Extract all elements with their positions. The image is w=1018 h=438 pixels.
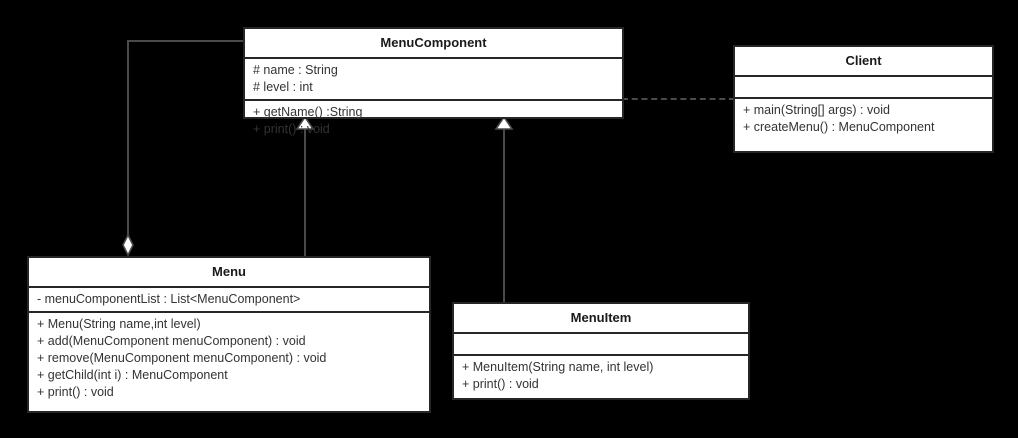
class-operation-row: + createMenu() : MenuComponent <box>743 120 935 134</box>
class-operation-row: + print() : void <box>37 385 114 399</box>
dependency-edge-client <box>622 98 735 100</box>
class-title-menuitem: MenuItem <box>570 310 632 325</box>
generalization-hollow-triangle-icon-menu <box>295 115 315 130</box>
class-operations-menucomponent: + getName() :String + print() : void <box>245 101 622 141</box>
class-divider <box>245 99 622 101</box>
class-attribute-row: # name : String <box>253 63 338 77</box>
class-divider <box>454 354 748 356</box>
class-box-menu[interactable]: Menu - menuComponentList : List<MenuComp… <box>27 256 431 413</box>
class-operations-menu: + Menu(String name,int level) + add(Menu… <box>29 313 429 411</box>
class-attributes-menuitem <box>454 334 748 354</box>
class-operation-row: + print() : void <box>462 377 539 391</box>
class-title-menucomponent: MenuComponent <box>380 35 487 50</box>
class-divider <box>29 286 429 288</box>
class-operation-row: + getChild(int i) : MenuComponent <box>37 368 228 382</box>
class-operation-row: + MenuItem(String name, int level) <box>462 360 654 374</box>
class-divider <box>454 332 748 334</box>
class-divider <box>29 311 429 313</box>
class-operation-row: + print() : void <box>253 122 330 136</box>
aggregation-edge-horizontal <box>127 40 244 42</box>
class-attributes-menucomponent: # name : String # level : int <box>245 59 622 99</box>
class-title-client: Client <box>845 53 882 68</box>
class-operation-row: + Menu(String name,int level) <box>37 317 201 331</box>
class-operations-menuitem: + MenuItem(String name, int level) + pri… <box>454 356 748 398</box>
class-attribute-row: # level : int <box>253 80 313 94</box>
aggregation-hollow-diamond-icon <box>122 233 134 257</box>
class-divider <box>245 57 622 59</box>
class-attributes-menu: - menuComponentList : List<MenuComponent… <box>29 288 429 311</box>
generalization-edge-menuitem <box>503 126 505 303</box>
class-operation-row: + getName() :String <box>253 105 363 119</box>
class-operations-client: + main(String[] args) : void + createMen… <box>735 99 992 151</box>
class-box-menucomponent[interactable]: MenuComponent # name : String # level : … <box>243 27 624 136</box>
class-operation-row: + add(MenuComponent menuComponent) : voi… <box>37 334 306 348</box>
class-divider <box>735 75 992 77</box>
generalization-edge-menu <box>304 126 306 257</box>
class-operation-row: + main(String[] args) : void <box>743 103 890 117</box>
generalization-hollow-triangle-icon-menuitem <box>494 115 514 130</box>
class-attribute-row: - menuComponentList : List<MenuComponent… <box>37 292 301 306</box>
class-box-menuitem[interactable]: MenuItem + MenuItem(String name, int lev… <box>452 302 750 400</box>
aggregation-edge-vertical <box>127 40 129 246</box>
class-attributes-client <box>735 77 992 97</box>
class-box-client[interactable]: Client + main(String[] args) : void + cr… <box>733 45 994 153</box>
class-divider <box>735 97 992 99</box>
class-operation-row: + remove(MenuComponent menuComponent) : … <box>37 351 327 365</box>
class-title-menu: Menu <box>212 264 246 279</box>
